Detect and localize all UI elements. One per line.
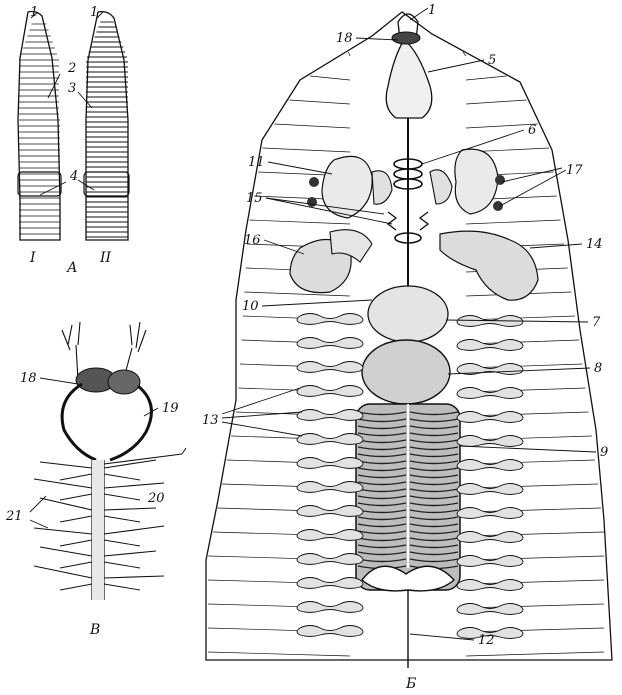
gizzard xyxy=(361,339,451,405)
label-b-9: 9 xyxy=(600,445,608,460)
label-a-1-left: 1 xyxy=(30,5,38,20)
label-worm-ii: II xyxy=(99,250,112,266)
seminal-vesicle-left-upper xyxy=(321,155,373,219)
panel-v-nervous-system: 18 19 21 20 В xyxy=(5,321,187,638)
seminal-vesicle-right-upper xyxy=(454,148,499,215)
label-v-21: 21 xyxy=(5,509,23,524)
caption-panel-b: Б xyxy=(405,676,416,692)
connective-right xyxy=(109,384,153,462)
label-a-3: 3 xyxy=(68,81,76,96)
panel-a-worms: 1 1 2 3 4 I II А xyxy=(17,5,130,276)
spermatheca-left-1 xyxy=(309,177,319,187)
nephridia xyxy=(296,313,524,639)
panel-b-internal-anatomy: 1 18 5 6 11 17 15 16 14 10 7 8 13 9 12 Б xyxy=(202,3,613,692)
seminal-vesicle-right-inner xyxy=(429,169,453,205)
label-b-6: 6 xyxy=(528,123,536,138)
seminal-vesicle-right-lower xyxy=(439,230,539,301)
label-b-15: 15 xyxy=(246,191,263,206)
lateral-nerves xyxy=(33,447,187,591)
label-b-16: 16 xyxy=(244,233,261,248)
heart-loops xyxy=(393,158,423,244)
label-v-20: 20 xyxy=(147,491,165,506)
cerebral-ganglion-right xyxy=(107,369,141,395)
seminal-vesicle-left-inner xyxy=(371,170,393,205)
spermatheca-right-2 xyxy=(493,201,503,211)
worm-ii-drawing xyxy=(83,10,130,241)
label-v-19: 19 xyxy=(162,401,179,416)
brain-ganglion xyxy=(391,31,421,45)
label-b-12: 12 xyxy=(478,633,495,648)
label-b-18: 18 xyxy=(336,31,353,46)
body-wall-outline xyxy=(205,11,613,661)
caption-panel-v: В xyxy=(89,622,100,638)
spermatheca-right-1 xyxy=(495,175,505,185)
label-a-1-right: 1 xyxy=(90,5,98,20)
worm-i-drawing xyxy=(17,10,62,241)
spermatheca-left-2 xyxy=(307,197,317,207)
label-b-5: 5 xyxy=(488,53,496,68)
label-b-10: 10 xyxy=(242,299,259,314)
worm-ii-segments xyxy=(86,21,128,238)
label-v-18: 18 xyxy=(20,371,37,386)
seminal-vesicle-left-lobe xyxy=(329,229,373,263)
label-worm-i: I xyxy=(29,250,36,266)
worm-i-segments xyxy=(19,23,60,235)
caption-panel-a: А xyxy=(66,260,78,276)
crop xyxy=(367,285,449,343)
worm-i-clitellum xyxy=(17,171,62,197)
label-b-11: 11 xyxy=(248,155,265,170)
intestine-cut-end xyxy=(361,565,456,592)
label-b-7: 7 xyxy=(592,315,601,330)
connective-left xyxy=(60,382,97,462)
label-a-2: 2 xyxy=(67,61,76,76)
label-b-14: 14 xyxy=(586,237,603,252)
label-b-17: 17 xyxy=(566,163,583,178)
label-b-13: 13 xyxy=(202,413,219,428)
label-b-1: 1 xyxy=(428,3,436,18)
label-b-8: 8 xyxy=(594,361,602,376)
label-a-4: 4 xyxy=(69,169,78,184)
pharynx xyxy=(385,39,433,119)
